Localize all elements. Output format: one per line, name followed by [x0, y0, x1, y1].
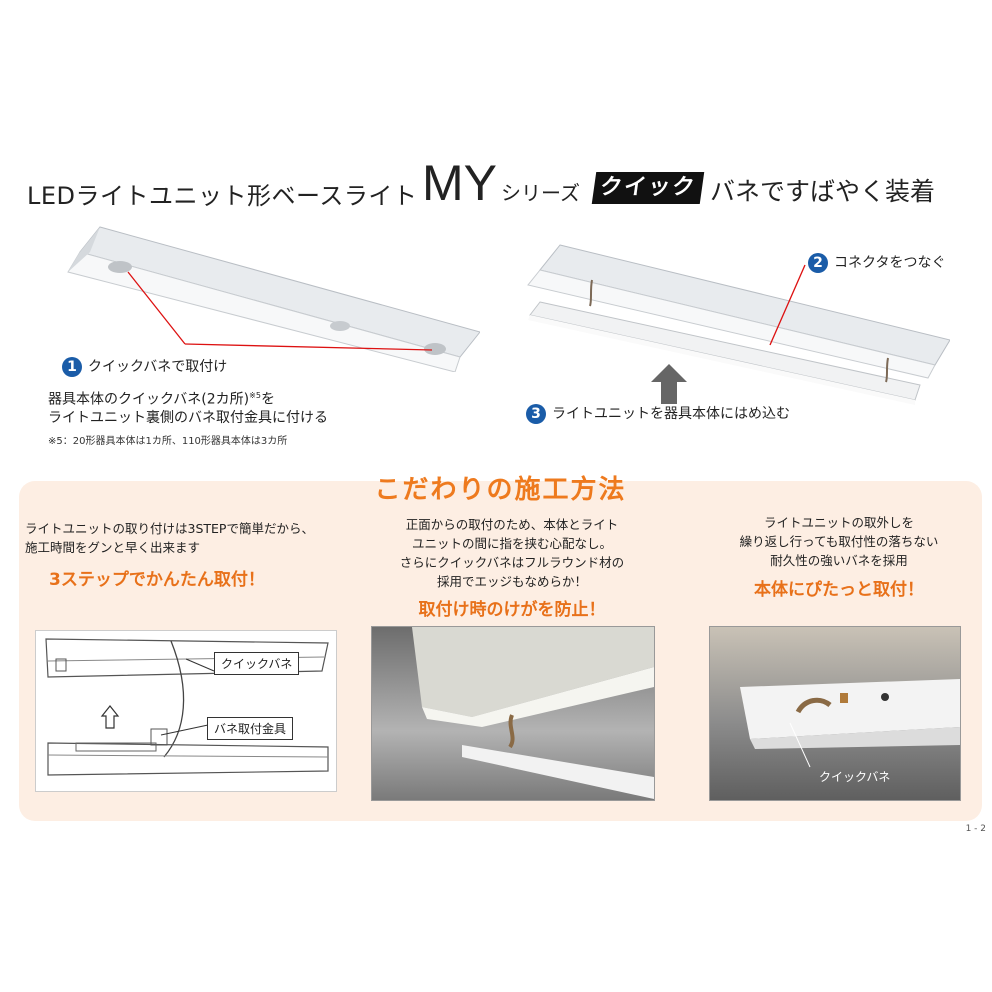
step-3-number: 3 — [526, 404, 546, 424]
fixture-illustration-right — [527, 244, 950, 405]
step-2-number: 2 — [808, 253, 828, 273]
col3-photo-label: クイックバネ — [819, 770, 891, 784]
step-1-number: 1 — [62, 357, 82, 377]
step-1-note: ※5：20形器具本体は1カ所、110形器具本体は3カ所 — [48, 436, 288, 447]
step-1-desc-line2: ライトユニット裏側のバネ取付金具に付ける — [48, 410, 328, 426]
col1-accent: 3ステップでかんたん取付！ — [49, 570, 265, 590]
step-2-label: コネクタをつなぐ — [834, 255, 946, 271]
page-marker: 1 - 2 — [965, 824, 986, 834]
panel-title: こだわりの施工方法 — [374, 475, 627, 505]
col1-text: ライトユニットの取り付けは3STEPで簡単だから、 施工時間をグンと早く出来ます — [25, 521, 314, 555]
col1-callout-spring: クイックバネ — [214, 652, 300, 675]
step-3-label: ライトユニットを器具本体にはめ込む — [552, 406, 790, 422]
quick-logo: クイック — [591, 172, 705, 204]
fixture-illustration-left — [67, 226, 480, 372]
page-title-left: LEDライトユニット形ベースライト — [27, 182, 418, 210]
col3-text: ライトユニットの取外しを 繰り返し行っても取付性の落ちない 耐久性の強いバネを採… — [739, 515, 939, 568]
up-arrow-icon — [651, 364, 687, 404]
series-logo-text: MY — [422, 155, 497, 211]
col2-accent: 取付け時のけがを防止！ — [418, 600, 606, 620]
col1-callout-bracket: バネ取付金具 — [207, 717, 294, 740]
col3-accent: 本体にぴたっと取付！ — [754, 580, 924, 600]
construction-method-panel: こだわりの施工方法 ライトユニットの取り付けは3STEPで簡単だから、 施工時間… — [19, 475, 982, 821]
col3-photo — [709, 626, 961, 801]
step-1-label: クイックバネで取付け — [88, 359, 228, 375]
quick-spring-mount — [108, 261, 132, 273]
step-1-desc-line1: 器具本体のクイックバネ(2カ所)※5を — [48, 391, 275, 408]
col2-text: 正面からの取付のため、本体とライト ユニットの間に指を挟む心配なし。 さらにクイ… — [399, 517, 625, 589]
col2-photo — [371, 626, 655, 801]
series-suffix: シリーズ — [501, 181, 580, 205]
page-title-right: バネですばやく装着 — [710, 177, 936, 206]
